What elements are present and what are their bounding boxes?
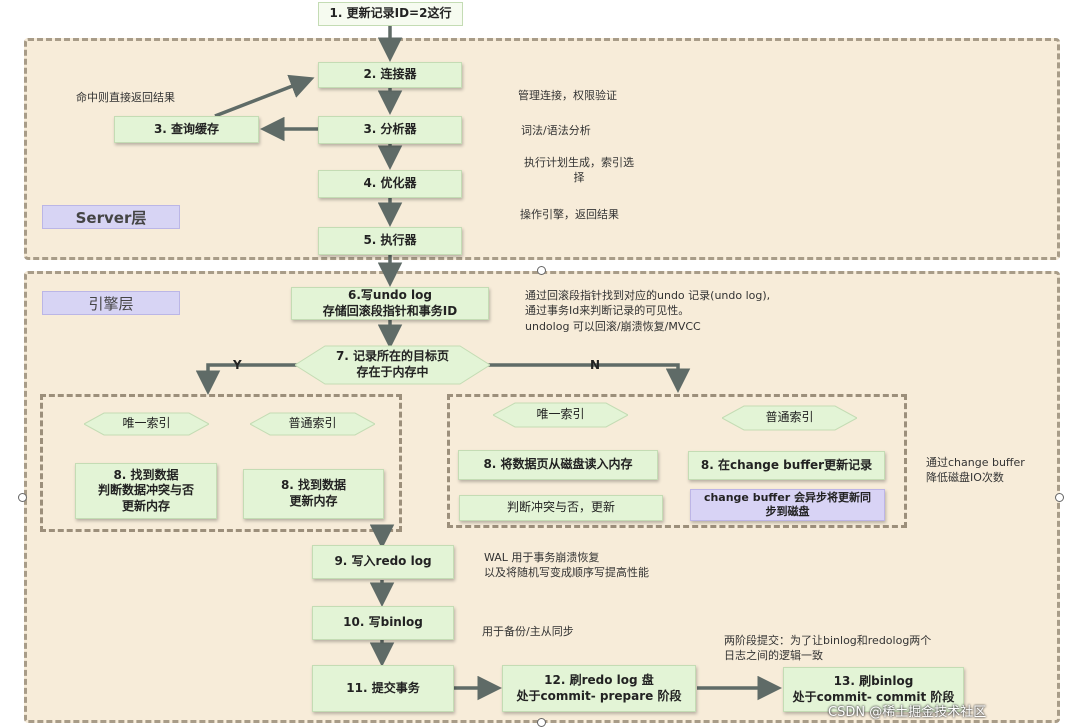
note-cache-hit: 命中则直接返回结果 [76,91,175,104]
step-8-left-normal-line-1: 8. 找到数据 [280,478,347,493]
step-8-left-normal-line-2: 更新内存 [289,494,338,508]
note-executor: 操作引擎，返回结果 [520,208,619,221]
right-unique-label: 唯一索引 [536,407,585,422]
note-undo: 通过回滚段指针找到对应的undo 记录(undo log), 通过事务Id来判断… [525,288,770,334]
note-binlog: 用于备份/主从同步 [482,625,574,638]
step-12-line-2: 处于commit- prepare 阶段 [516,688,682,703]
server-layer-label: Server层 [42,205,180,229]
step-8-right-unique-check-update: 判断冲突与否，更新 [459,495,663,521]
step-7-page-in-memory-decision: 7. 记录所在的目标页 存在于内存中 [295,345,490,385]
note-change-buffer-line-2: 降低磁盘IO次数 [926,471,1004,485]
engine-layer-label: 引擎层 [42,291,180,315]
step-8-async-line-2: 步到磁盘 [765,505,810,518]
note-optimizer-line-2: 择 [573,171,585,185]
step-7-line-1: 7. 记录所在的目标页 [335,349,450,364]
decision-diamond-shape [295,345,490,385]
step-8-left-unique-line-3: 更新内存 [121,498,170,513]
resize-handle-bottom[interactable] [537,718,546,727]
left-normal-diamond-shape [250,412,375,436]
note-two-phase-line-1: 两阶段提交：为了让binlog和redolog两个 [724,634,932,647]
step-6-line-1: 6.写undo log [348,287,432,302]
server-layer-region [24,38,1060,260]
step-2-connector: 2. 连接器 [318,62,462,88]
step-1-update-record: 1. 更新记录ID=2这行 [318,2,463,26]
step-8-right-normal-async-sync: change buffer 会异步将更新同 步到磁盘 [690,489,885,521]
right-unique-index-decision: 唯一索引 [493,402,628,428]
left-normal-label: 普通索引 [288,416,337,431]
branch-yes-label: Y [233,358,242,372]
note-undo-line-1: 通过回滚段指针找到对应的undo 记录(undo log), [525,289,771,302]
step-8-async-line-1: change buffer 会异步将更新同 [703,490,872,504]
watermark: CSDN @稀土掘金技术社区 [828,705,987,720]
right-normal-index-decision: 普通索引 [722,405,857,431]
note-analyzer: 词法/语法分析 [521,124,591,137]
note-optimizer-line-1: 执行计划生成，索引选 [524,156,634,169]
note-redo: WAL 用于事务崩溃恢复 以及将随机写变成顺序写提高性能 [484,550,649,581]
step-13-line-2: 处于commit- commit 阶段 [792,689,955,704]
note-redo-line-1: WAL 用于事务崩溃恢复 [484,551,600,564]
note-two-phase-commit: 两阶段提交：为了让binlog和redolog两个 日志之间的逻辑一致 [724,633,931,664]
note-change-buffer: 通过change buffer 降低磁盘IO次数 [926,455,1025,486]
step-8-left-normal: 8. 找到数据 更新内存 [243,469,384,519]
note-change-buffer-line-1: 通过change buffer [926,456,1025,469]
left-unique-label: 唯一索引 [122,416,171,431]
step-3-query-cache: 3. 查询缓存 [114,116,259,143]
step-7-line-2: 存在于内存中 [356,365,429,379]
note-undo-line-3: undolog 可以回滚/崩溃恢复/MVCC [525,319,701,333]
step-13-line-1: 13. 刷binlog [833,673,914,688]
step-8-right-normal-change-buffer: 8. 在change buffer更新记录 [688,451,885,480]
step-12-flush-redo-log: 12. 刷redo log 盘 处于commit- prepare 阶段 [502,665,696,712]
note-undo-line-2: 通过事务Id来判断记录的可见性。 [525,304,690,318]
step-6-line-2: 存储回滚段指针和事务ID [322,303,458,318]
step-5-executor: 5. 执行器 [318,227,462,255]
step-6-undo-log: 6.写undo log 存储回滚段指针和事务ID [291,287,489,320]
left-normal-index-decision: 普通索引 [250,412,375,436]
note-redo-line-2: 以及将随机写变成顺序写提高性能 [484,566,649,580]
right-normal-diamond-shape [722,405,857,431]
branch-no-label: N [590,358,601,372]
step-8-left-unique: 8. 找到数据 判断数据冲突与否 更新内存 [75,463,217,519]
memory-hit-branch-region [40,394,402,532]
step-4-optimizer: 4. 优化器 [318,170,462,198]
memory-miss-branch-region [447,394,907,528]
step-11-commit-transaction: 11. 提交事务 [312,665,454,712]
resize-handle-top[interactable] [537,266,546,275]
note-two-phase-line-2: 日志之间的逻辑一致 [724,649,823,663]
step-3-analyzer: 3. 分析器 [318,116,462,144]
resize-handle-left[interactable] [18,493,27,502]
step-8-left-unique-line-1: 8. 找到数据 [113,467,179,482]
right-unique-diamond-shape [493,402,628,428]
resize-handle-right[interactable] [1055,493,1064,502]
step-12-line-1: 12. 刷redo log 盘 [544,672,654,687]
step-8-left-unique-line-2: 判断数据冲突与否 [97,483,194,498]
step-9-write-redo-log: 9. 写入redo log [312,545,454,579]
step-13-flush-binlog: 13. 刷binlog 处于commit- commit 阶段 [783,667,964,712]
note-connector: 管理连接，权限验证 [518,89,617,102]
step-10-write-binlog: 10. 写binlog [312,606,454,640]
left-unique-index-decision: 唯一索引 [84,412,209,436]
right-normal-label: 普通索引 [765,410,814,425]
left-unique-diamond-shape [84,412,209,436]
note-optimizer: 执行计划生成，索引选 择 [524,155,634,186]
step-8-right-unique-read-page: 8. 将数据页从磁盘读入内存 [458,450,658,480]
